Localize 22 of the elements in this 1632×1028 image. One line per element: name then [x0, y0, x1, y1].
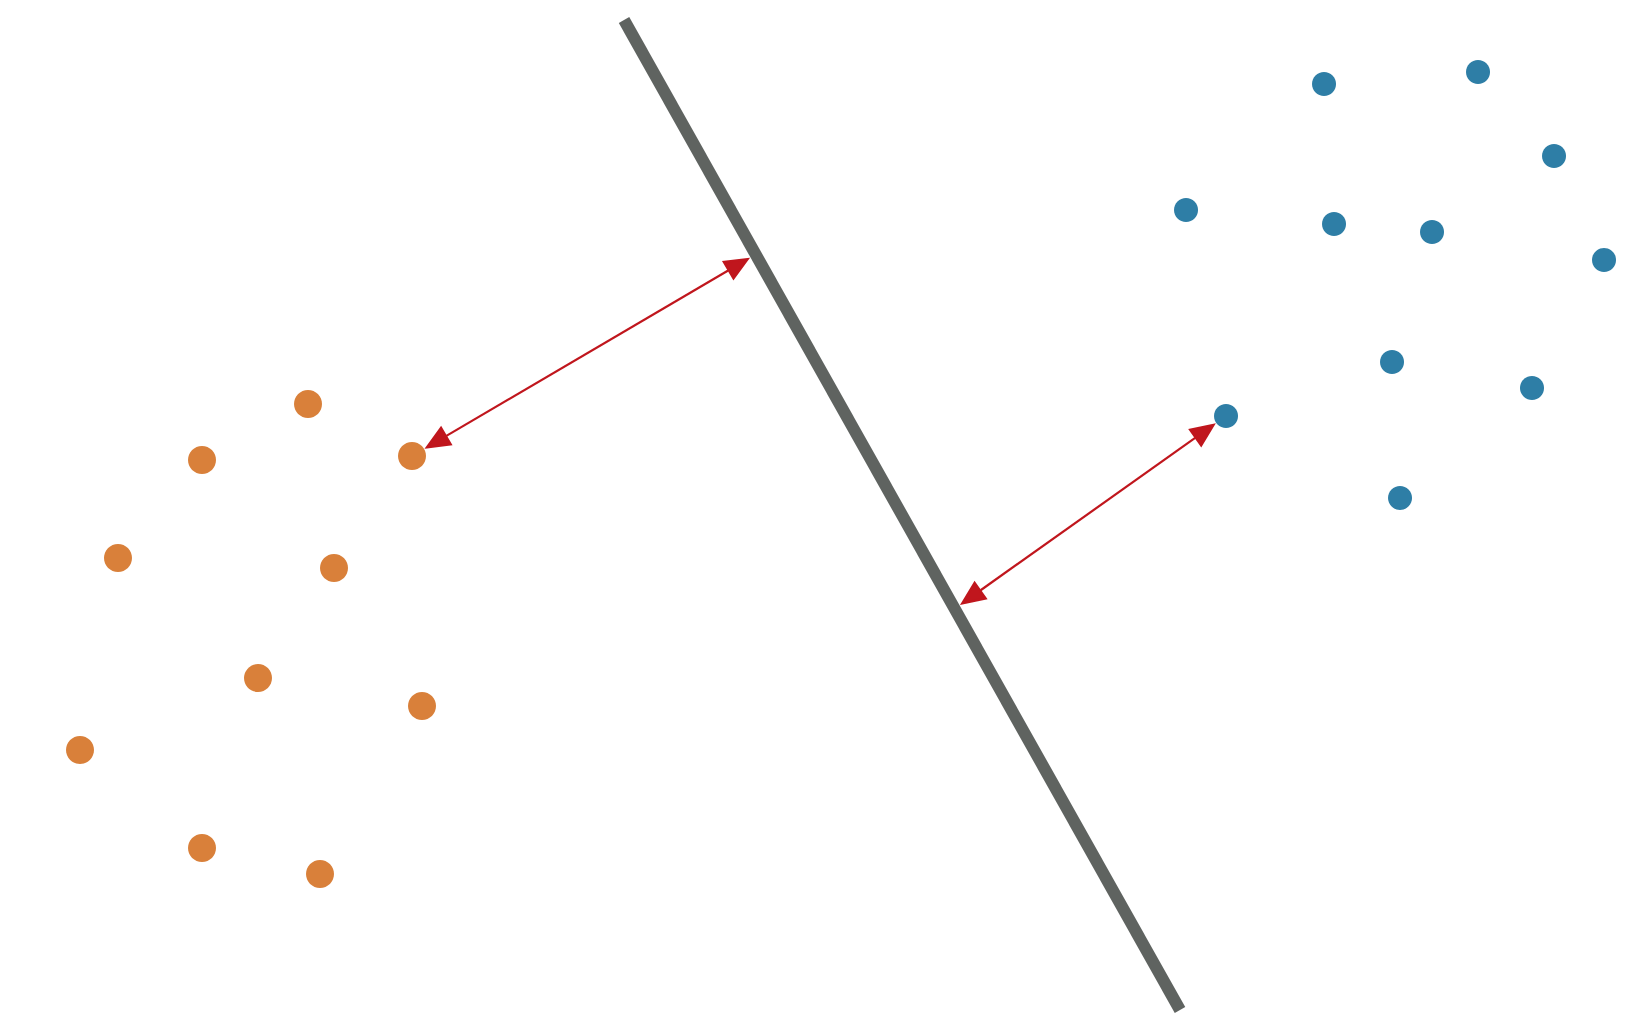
separating-line [618, 17, 1186, 1013]
data-point [188, 834, 216, 862]
data-point [408, 692, 436, 720]
data-point [1420, 220, 1444, 244]
data-point [306, 860, 334, 888]
data-point [1214, 404, 1238, 428]
data-point [1592, 248, 1616, 272]
data-point [1466, 60, 1490, 84]
data-point [1174, 198, 1198, 222]
data-point [244, 664, 272, 692]
data-point [1520, 376, 1544, 400]
data-point [1380, 350, 1404, 374]
data-point [294, 390, 322, 418]
data-point [1542, 144, 1566, 168]
data-point [1322, 212, 1346, 236]
data-point [320, 554, 348, 582]
data-point [188, 446, 216, 474]
data-point [1312, 72, 1336, 96]
data-point [66, 736, 94, 764]
data-point [1388, 486, 1412, 510]
data-point [398, 442, 426, 470]
data-point [104, 544, 132, 572]
